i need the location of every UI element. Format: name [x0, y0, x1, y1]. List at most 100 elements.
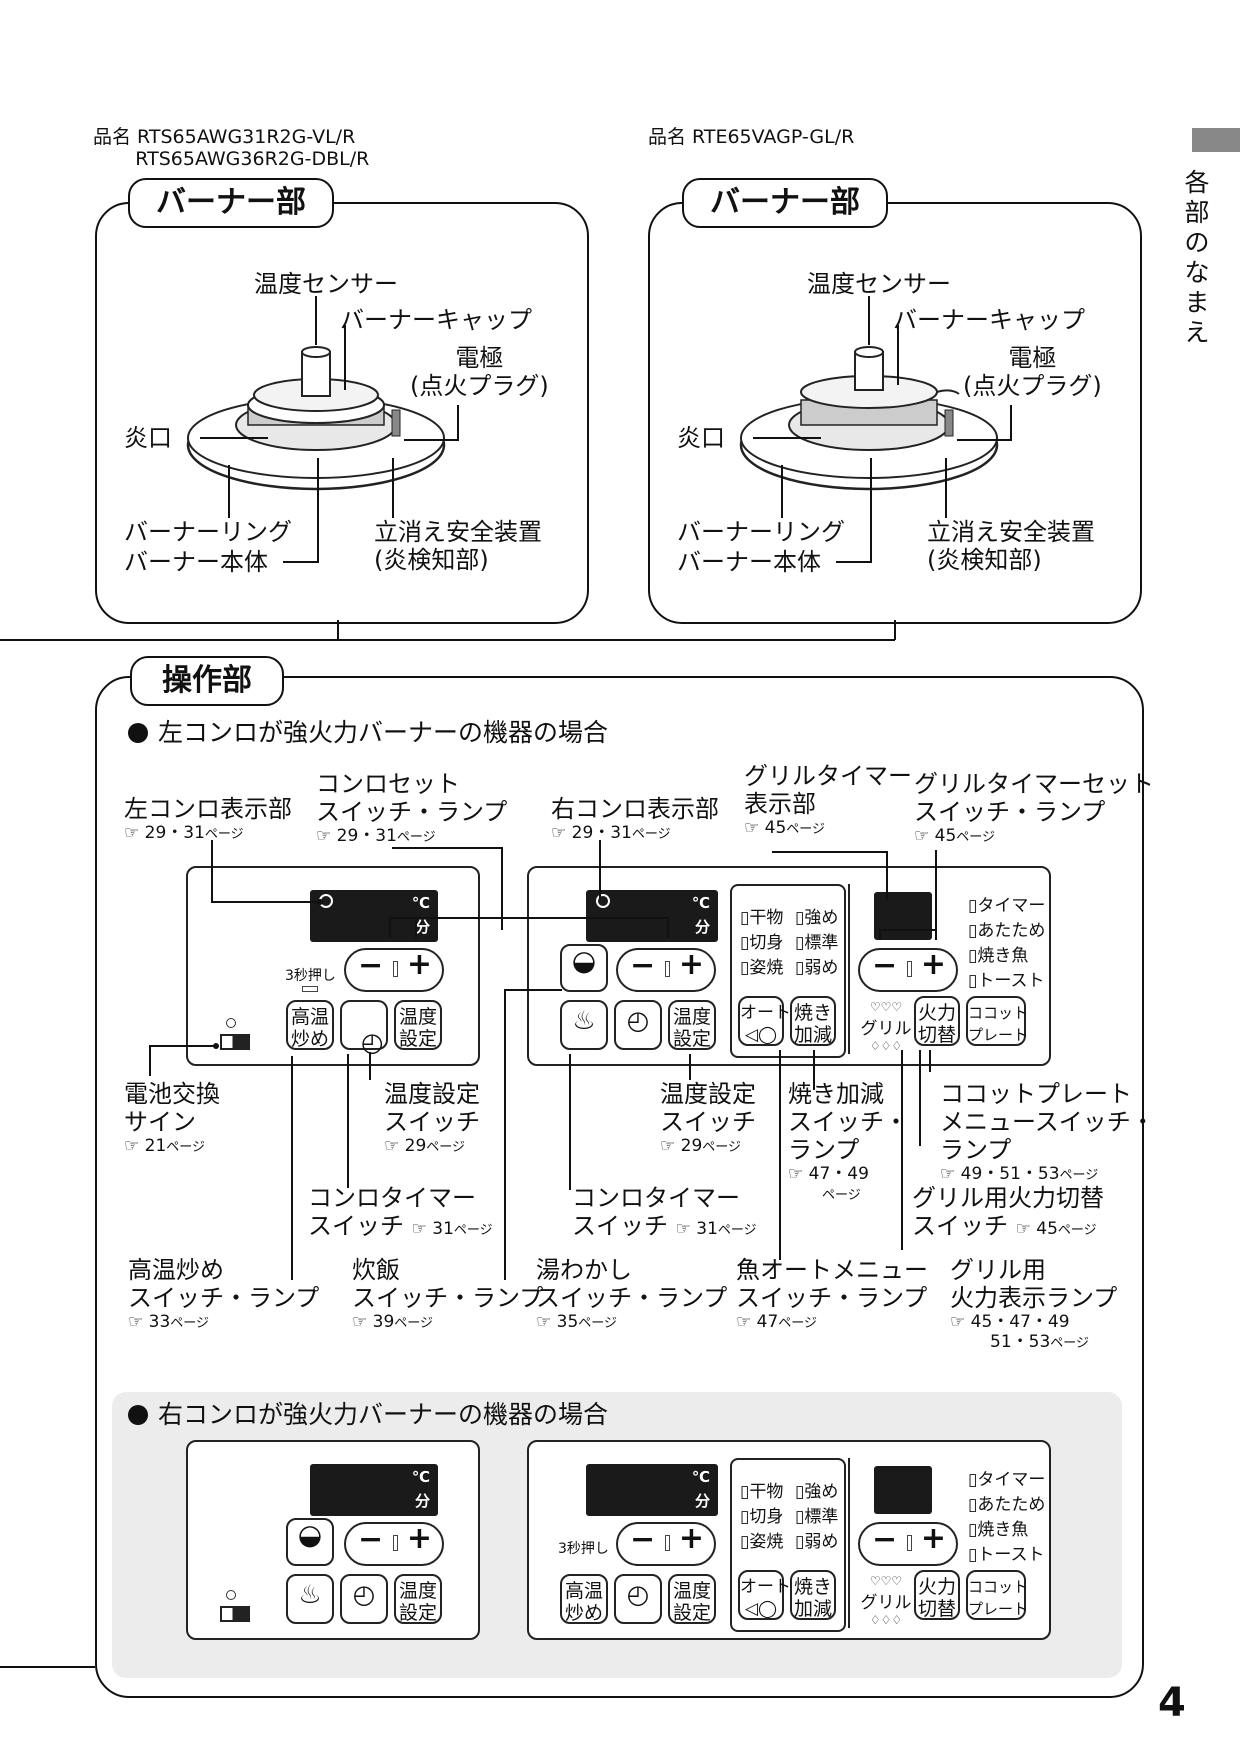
- fish-menu-list: ▯干物 ▯切身 ▯姿焼: [740, 908, 784, 978]
- label-temp-sensor-r: 温度センサー: [807, 270, 951, 298]
- grill-fire-lamps: ♡♡♡グリル♢♢♢: [860, 1000, 912, 1053]
- left-plus-minus-switch[interactable]: −+: [344, 947, 444, 992]
- panel-divider: [848, 884, 850, 1054]
- label-burner-cap-r: バーナーキャップ: [893, 306, 1085, 334]
- variant-kettle-button[interactable]: ♨: [286, 1574, 334, 1624]
- label-timer-right: コンロタイマー スイッチ ☞ 31ページ: [572, 1184, 757, 1240]
- label-battery: 電池交換 サイン☞ 21ページ: [124, 1080, 220, 1156]
- temp-set-button-left[interactable]: 温度 設定: [394, 1000, 442, 1050]
- clock-icon: ◴: [626, 1580, 650, 1610]
- press3-label: 3秒押し: [285, 968, 336, 984]
- label-kettle: 湯わかし スイッチ・ランプ☞ 35ページ: [536, 1256, 728, 1332]
- variant-grill-plus-minus[interactable]: −+: [858, 1521, 958, 1566]
- variant-cocotte-button[interactable]: ココット プレート: [966, 1570, 1028, 1620]
- label-temp-sensor: 温度センサー: [254, 270, 398, 298]
- hot-fry-button[interactable]: 高温 炒め: [286, 1000, 334, 1050]
- timer-button-right[interactable]: ◴: [614, 1000, 662, 1050]
- variant-hot-fry-button[interactable]: 高温 炒め: [560, 1574, 608, 1624]
- clock-icon: ◴: [626, 1006, 650, 1036]
- label-burner-body-r: バーナー本体: [677, 548, 821, 576]
- variant-press3-label: 3秒押し: [558, 1541, 609, 1557]
- fish-auto-button[interactable]: オート◁◯: [738, 996, 791, 1046]
- kettle-button[interactable]: ♨: [560, 1000, 608, 1050]
- model-right: 品名 RTE65VAGP-GL/R: [648, 126, 855, 148]
- variant-right-plus-minus[interactable]: −+: [616, 1521, 716, 1566]
- doneness-button[interactable]: 焼き 加減: [790, 996, 836, 1046]
- side-title: 各 部 の な ま え: [1184, 168, 1210, 347]
- label-right-display: 右コンロ表示部☞ 29・31ページ: [551, 795, 719, 843]
- label-burner-body: バーナー本体: [124, 548, 268, 576]
- variant-fish-auto-button[interactable]: オート◁◯: [738, 1570, 791, 1620]
- variant-panel-divider: [848, 1458, 850, 1628]
- label-burner-port-r: 炎口: [677, 424, 725, 452]
- battery-icon: [220, 1034, 250, 1050]
- case-right-heading: 右コンロが強火力バーナーの機器の場合: [128, 1400, 608, 1430]
- variant-timer-right[interactable]: ◴: [614, 1574, 662, 1624]
- label-burner-ring-r: バーナーリング: [677, 518, 845, 546]
- clock-icon: ◴: [352, 1580, 376, 1610]
- section-tab-marker: [1192, 128, 1240, 152]
- left-rule: [0, 1666, 95, 1668]
- variant-temp-right[interactable]: 温度 設定: [668, 1574, 716, 1624]
- right-plus-minus-switch[interactable]: −+: [616, 947, 716, 992]
- label-temp-switch-right: 温度設定 スイッチ☞ 29ページ: [660, 1080, 756, 1156]
- battery-lamp: [226, 1018, 236, 1028]
- operation-tab: 操作部: [130, 656, 284, 706]
- doneness-list: ▯強め ▯標準 ▯弱め: [795, 908, 839, 978]
- label-set-switch: コンロセット スイッチ・ランプ☞ 29・31ページ: [316, 770, 508, 846]
- label-cocotte: ココットプレート メニュースイッチ・ ランプ☞ 49・51・53ページ: [940, 1080, 1155, 1184]
- rice-bowl-icon: ◒: [297, 1518, 323, 1551]
- variant-cocotte-menu-list: ▯タイマー ▯あたため ▯焼き魚 ▯トースト: [968, 1470, 1046, 1565]
- grill-fire-switch[interactable]: 火力 切替: [914, 996, 960, 1046]
- grill-plus-minus-switch[interactable]: −+: [858, 947, 958, 992]
- press3-lamp: [302, 986, 318, 992]
- label-temp-switch-left: 温度設定 スイッチ☞ 29ページ: [384, 1080, 480, 1156]
- label-left-display: 左コンロ表示部☞ 29・31ページ: [124, 795, 292, 843]
- variant-grill-timer-display: [874, 1466, 932, 1514]
- variant-grill-fire-switch[interactable]: 火力 切替: [914, 1570, 960, 1620]
- label-timer-left: コンロタイマー スイッチ ☞ 31ページ: [308, 1184, 493, 1240]
- timer-button-left[interactable]: ◴: [340, 1000, 388, 1056]
- cocotte-button[interactable]: ココット プレート: [966, 996, 1028, 1046]
- label-grill-timer-set: グリルタイマーセット スイッチ・ランプ☞ 45ページ: [914, 770, 1154, 846]
- case-left-heading: 左コンロが強火力バーナーの機器の場合: [128, 718, 608, 748]
- page-number: 4: [1158, 1680, 1186, 1726]
- fish-icon: ◁◯: [744, 1599, 778, 1619]
- label-burner-cap: バーナーキャップ: [340, 306, 532, 334]
- variant-battery-lamp: [226, 1590, 236, 1600]
- burner-tab-left: バーナー部: [128, 178, 334, 228]
- variant-left-display: ℃ 分: [310, 1464, 438, 1516]
- label-grill-timer-display: グリルタイマー 表示部☞ 45ページ: [744, 762, 912, 838]
- variant-grill-fire-lamps: ♡♡♡グリル♢♢♢: [860, 1574, 912, 1627]
- label-burner-ring: バーナーリング: [124, 518, 292, 546]
- label-electrode: 電極 (点火プラグ): [410, 344, 549, 400]
- variant-left-plus-minus[interactable]: −+: [344, 1521, 444, 1566]
- label-grill-fire-switch: グリル用火力切替 スイッチ ☞ 45ページ: [912, 1184, 1104, 1240]
- burner-tab-right: バーナー部: [682, 178, 888, 228]
- grill-timer-display: [874, 892, 932, 940]
- variant-battery-icon: [220, 1606, 250, 1622]
- kettle-icon: ♨: [298, 1580, 322, 1610]
- label-hot-fry: 高温炒め スイッチ・ランプ☞ 33ページ: [128, 1256, 320, 1332]
- variant-timer-left[interactable]: ◴: [340, 1574, 388, 1624]
- temp-set-button-right[interactable]: 温度 設定: [668, 1000, 716, 1050]
- right-display-lamp: [596, 894, 610, 908]
- label-safety-device-r: 立消え安全装置 (炎検知部): [927, 518, 1095, 574]
- rice-button[interactable]: ◒: [560, 944, 608, 992]
- bullet-icon: [128, 723, 148, 743]
- variant-doneness-button[interactable]: 焼き 加減: [790, 1570, 836, 1620]
- model-left: 品名 RTS65AWG31R2G-VL/R RTS65AWG36R2G-DBL/…: [93, 126, 370, 170]
- cocotte-menu-list: ▯タイマー ▯あたため ▯焼き魚 ▯トースト: [968, 896, 1046, 991]
- variant-temp-left[interactable]: 温度 設定: [394, 1574, 442, 1624]
- label-electrode-r: 電極 (点火プラグ): [963, 344, 1102, 400]
- variant-right-display: ℃ 分: [586, 1464, 718, 1516]
- clock-icon: ◴: [360, 1028, 384, 1058]
- variant-fish-menu-list: ▯干物 ▯切身 ▯姿焼: [740, 1482, 784, 1552]
- variant-doneness-list: ▯強め ▯標準 ▯弱め: [795, 1482, 839, 1552]
- label-burner-port: 炎口: [124, 424, 172, 452]
- kettle-icon: ♨: [572, 1006, 596, 1036]
- rice-bowl-icon: ◒: [571, 944, 597, 977]
- variant-rice-button[interactable]: ◒: [286, 1518, 334, 1566]
